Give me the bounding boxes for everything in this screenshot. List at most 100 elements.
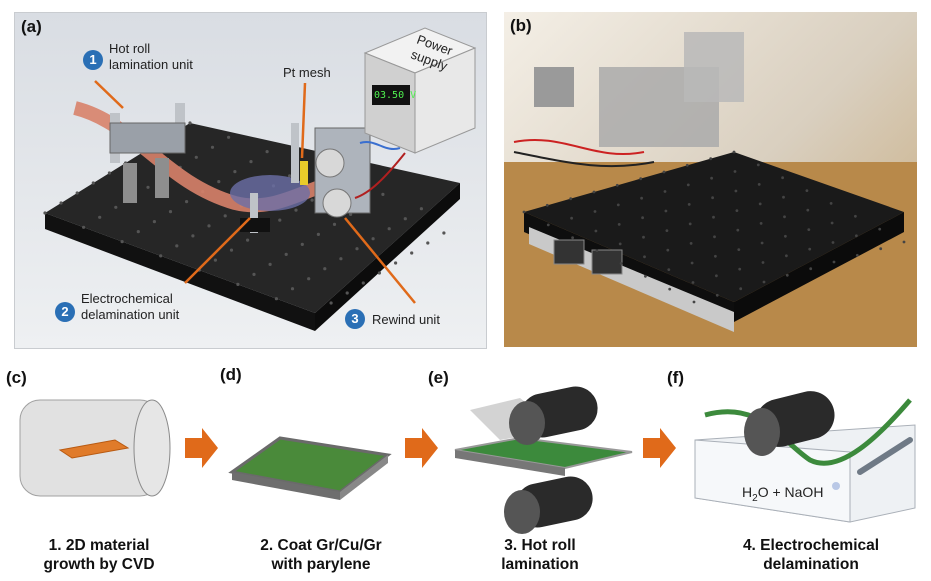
table-hole [713,235,716,239]
solution-label: H2O + NaOH [742,484,824,504]
table-hole [715,293,719,297]
table-hole [639,177,643,181]
table-hole [339,257,343,261]
table-hole [114,205,118,209]
spring-left [123,163,137,203]
table-hole [194,155,198,159]
table-hole [294,208,298,212]
badge-2: 2 [55,302,75,322]
table-hole [152,220,156,224]
table-hole [546,223,550,227]
badge-3: 3 [345,309,365,329]
badge-1: 1 [83,50,103,70]
table-hole [185,200,189,204]
panel-label-d: (d) [220,365,242,384]
table-hole [832,260,836,264]
table-hole [59,201,63,205]
coated-foil-side [340,455,388,500]
table-hole [223,214,227,218]
table-hole [98,215,102,219]
panel-label-c: (c) [6,368,27,387]
table-hole [689,242,693,245]
table-hole [762,280,766,284]
power-supply-voltage-readout: 03.50 V [374,90,417,101]
table-hole [785,273,789,277]
table-hole [191,234,195,238]
table-hole [349,212,353,216]
table-hole [91,181,95,185]
table-hole [329,301,333,305]
table-hole [686,183,690,187]
table-hole [120,240,124,244]
table-hole [249,160,253,164]
process-steps-illustration [19,386,916,534]
table-hole [784,234,787,238]
table-hole [175,244,179,248]
pointer-pt-mesh [300,82,307,159]
table-hole [732,150,736,154]
table-hole [188,121,192,125]
table-hole [667,268,671,271]
table-hole [663,190,667,193]
table-hole [619,262,623,265]
table-hole [210,145,215,149]
table-hole [310,198,314,202]
pointer-hot-roll [94,80,124,109]
table-hole [615,183,619,187]
table-hole [570,216,573,220]
table-hole [442,231,446,235]
table-hole [737,248,741,252]
table-hole [734,189,738,193]
table-hole [300,242,304,246]
table-hole [805,189,809,193]
table-hole [426,241,430,245]
table-hole [759,222,763,225]
cvd-tube-end [133,399,171,497]
table-hole [323,267,327,271]
table-hole [278,218,282,222]
table-hole [43,211,47,215]
table-hole [757,183,761,186]
table-hole [571,236,574,240]
process-arrow-2 [405,428,438,468]
table-hole [691,281,695,284]
bubble [832,482,840,490]
table-hole [592,190,596,194]
photo-table-front [734,212,904,322]
table-hole [690,261,694,265]
table-hole [394,261,398,265]
table-hole [617,223,621,226]
temperature-controller-2 [591,249,623,275]
photo-wire-red [513,138,645,156]
table-hole [785,254,788,258]
table-hole [714,254,717,258]
table-hole [854,214,857,218]
table-hole [265,150,269,154]
table-hole [711,196,714,200]
table-hole [268,262,272,266]
delamination-roller-end [744,408,780,456]
cvd-copper-foil [58,439,130,459]
table-hole [593,210,597,213]
table-hole [662,170,666,174]
table-hole [361,281,365,285]
panel-label-f: (f) [667,368,684,387]
bath-front [694,439,851,523]
table-hole [902,240,906,244]
panel-label-a: (a) [21,17,42,36]
table-hole [643,255,646,259]
table-hole [783,215,786,219]
table-hole [290,287,295,291]
panel-label-e: (e) [428,368,449,387]
table-hole [252,272,256,276]
table-hole [377,271,381,275]
table-hole [831,241,835,244]
table-hole [381,192,385,196]
optical-table-side [45,213,315,331]
annotation-hot-roll: Hot roll lamination unit [109,41,193,72]
pointer-electrochemical [184,217,251,284]
power-wire-red [354,152,406,199]
table-hole [758,202,762,206]
rewind-roller-bottom [322,188,352,218]
table-hole [207,224,211,228]
